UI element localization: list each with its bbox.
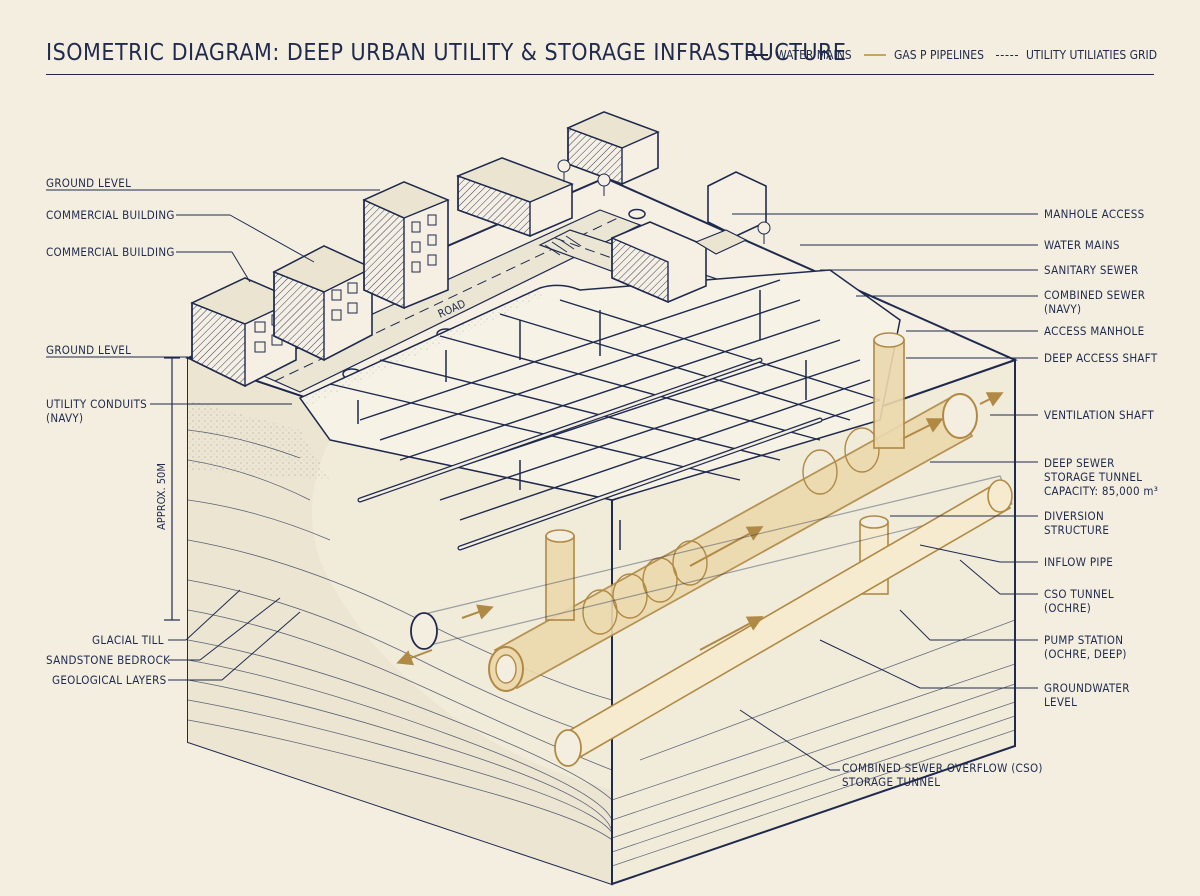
label-combined-sewer-title: COMBINED SEWER — [1044, 288, 1146, 302]
label-sandstone-bedrock: SANDSTONE BEDROCK — [46, 653, 171, 667]
label-diversion-line1: DIVERSION — [1044, 509, 1105, 523]
label-access-manhole: ACCESS MANHOLE — [1044, 324, 1145, 338]
building-1 — [190, 277, 298, 388]
label-deep-access-shaft: DEEP ACCESS SHAFT — [1044, 351, 1158, 365]
legend-swatch-water — [746, 54, 768, 56]
utility-conduit-grid — [329, 279, 881, 551]
label-diversion-structure: DIVERSION STRUCTURE — [1044, 509, 1109, 537]
label-commercial-building-2: COMMERCIAL BUILDING — [46, 245, 175, 259]
label-capacity: CAPACITY: 85,000 m³ — [1044, 484, 1159, 498]
trees — [557, 159, 771, 244]
legend-swatch-grid — [996, 54, 1018, 56]
navy-tunnels — [396, 475, 1013, 767]
label-ventilation-shaft: VENTILATION SHAFT — [1044, 408, 1155, 422]
label-cso-storage-tunnel: COMBINED SEWER OVERFLOW (CSO) STORAGE TU… — [842, 761, 1043, 789]
label-combined-sewer: COMBINED SEWER (NAVY) — [1044, 288, 1145, 316]
label-pump-station: PUMP STATION (OCHRE, DEEP) — [1044, 633, 1127, 661]
legend-utility-grid: UTILITY UTILIATIES GRID — [996, 48, 1157, 62]
soil-block-left-face — [187, 356, 623, 886]
label-groundwater-level: GROUNDWATER LEVEL — [1044, 681, 1130, 709]
label-commercial-building-1: COMMERCIAL BUILDING — [46, 208, 175, 222]
label-cso-storage-line2: STORAGE TUNNEL — [842, 775, 941, 789]
label-deep-sewer-line2: STORAGE TUNNEL — [1044, 470, 1143, 484]
building-2 — [272, 245, 374, 362]
label-deep-sewer-tunnel: DEEP SEWER STORAGE TUNNEL CAPACITY: 85,0… — [1044, 456, 1158, 498]
label-inflow-pipe: INFLOW PIPE — [1044, 555, 1114, 569]
deep-storage-tunnel — [488, 392, 1004, 692]
label-sanitary-sewer: SANITARY SEWER — [1044, 263, 1139, 277]
label-geological-layers: GEOLOGICAL LAYERS — [52, 673, 167, 687]
building-4 — [456, 157, 574, 237]
label-utility-conduits-title: UTILITY CONDUITS — [46, 397, 148, 411]
label-ground-level: GROUND LEVEL — [46, 343, 132, 357]
label-utility-conduits-sub: (NAVY) — [46, 411, 84, 425]
label-water-mains: WATER MAINS — [1044, 238, 1120, 252]
building-5 — [566, 111, 660, 186]
legend-label-water: WATER MAINS — [776, 48, 852, 62]
legend-label-grid: UTILITY UTILIATIES GRID — [1026, 48, 1158, 62]
title-rule — [46, 74, 1154, 75]
dimension-label: APPROX. 50M — [155, 463, 168, 530]
legend-swatch-gas — [864, 54, 886, 56]
label-manhole-access: MANHOLE ACCESS — [1044, 207, 1145, 221]
label-ground-level-top: GROUND LEVEL — [46, 176, 132, 190]
legend-water-mains: WATER MAINS — [746, 48, 852, 62]
label-utility-conduits: UTILITY CONDUITS (NAVY) — [46, 397, 147, 425]
legend-label-gas: GAS P PIPELINES — [894, 48, 984, 62]
label-diversion-line2: STRUCTURE — [1044, 523, 1110, 537]
label-deep-sewer-line1: DEEP SEWER — [1044, 456, 1115, 470]
leader-lines — [46, 189, 1038, 771]
label-cso-tunnel-title: CSO TUNNEL — [1044, 587, 1114, 601]
label-pump-station-title: PUMP STATION — [1044, 633, 1124, 647]
label-glacial-till: GLACIAL TILL — [92, 633, 164, 647]
label-cso-storage-line1: COMBINED SEWER OVERFLOW (CSO) — [842, 761, 1043, 775]
manhole-cover — [628, 208, 646, 220]
building-6 — [611, 171, 767, 304]
label-groundwater-line2: LEVEL — [1044, 695, 1078, 709]
label-cso-tunnel-sub: (OCHRE) — [1044, 601, 1092, 615]
building-3 — [362, 181, 450, 310]
legend-gas-pipelines: GAS P PIPELINES — [864, 48, 984, 62]
label-groundwater-line1: GROUNDWATER — [1044, 681, 1130, 695]
label-cso-tunnel: CSO TUNNEL (OCHRE) — [1044, 587, 1114, 615]
depth-dimension: APPROX. 50M — [155, 357, 180, 621]
label-combined-sewer-sub: (NAVY) — [1044, 302, 1082, 316]
label-pump-station-sub: (OCHRE, DEEP) — [1044, 647, 1127, 661]
diagram-title: ISOMETRIC DIAGRAM: DEEP URBAN UTILITY & … — [46, 40, 847, 66]
